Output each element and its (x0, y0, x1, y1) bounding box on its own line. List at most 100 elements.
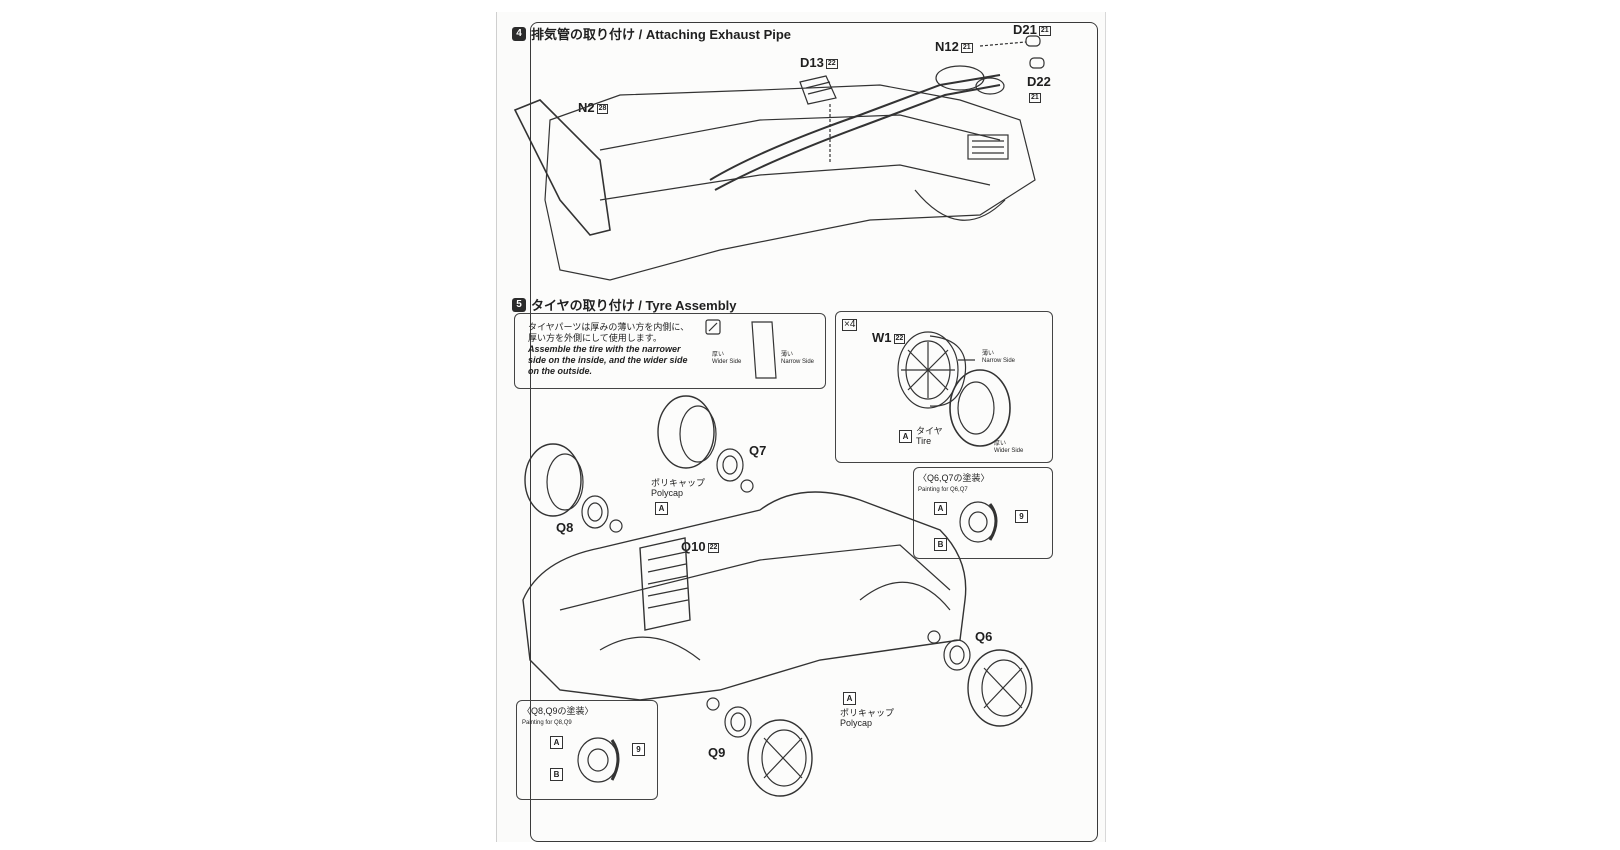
heat-shield (799, 75, 837, 105)
step5-title: タイヤの取り付け / Tyre Assembly (531, 298, 737, 313)
painting-q8q9-box (516, 700, 658, 800)
multiplier-badge: ×4 (842, 319, 858, 331)
painting-q6q7-title: 〈Q6,Q7の塗装〉 (918, 473, 990, 483)
rear-wing (513, 99, 611, 236)
note-en-3: on the outside. (528, 366, 592, 376)
color-b-tag: B (934, 538, 947, 551)
wider-en: Wider Side (994, 448, 1024, 454)
note-en-1: Assemble the tire with the narrower (528, 344, 681, 354)
muffler (935, 65, 985, 91)
narrow-en: Narrow Side (982, 358, 1016, 364)
exhaust-pipe-2 (714, 84, 1001, 191)
step4-title: 排気管の取り付け / Attaching Exhaust Pipe (531, 27, 792, 42)
step5-header: 5 タイヤの取り付け / Tyre Assembly (512, 295, 737, 314)
wheel-arch (914, 189, 1006, 221)
polycap-q6 (927, 630, 941, 644)
color-9-tag: 9 (1015, 510, 1028, 523)
front-arch (859, 581, 951, 611)
polycap-jp: ポリキャップ (840, 708, 895, 718)
color-a-tag: A (550, 736, 563, 749)
exhaust-pipe (709, 74, 1001, 181)
tire-q6 (967, 649, 1033, 727)
tire-note-box (514, 313, 826, 389)
exhaust-tip-d21 (1025, 35, 1041, 47)
note-jp-2: 厚い方を外側にして使用します。 (528, 333, 662, 343)
wheel-q8 (581, 495, 609, 529)
part-code: W1 (872, 330, 892, 345)
rear-arch (599, 636, 701, 661)
part-label-q9: Q9 (708, 745, 726, 760)
color-a-tag: A (934, 502, 947, 515)
polycap-en: Polycap (840, 718, 873, 728)
polycap-paint-tag: A (655, 502, 668, 515)
part-label-q7: Q7 (749, 443, 767, 458)
part-code: Q10 (681, 539, 706, 554)
part-code: D22 (1027, 74, 1051, 89)
tire-jp: タイヤ (916, 426, 943, 436)
runner-tag: 22 (825, 58, 838, 69)
wider-en: Wider Side (712, 359, 742, 365)
chassis-frame (544, 84, 1036, 281)
part-label-q8: Q8 (556, 520, 574, 535)
painting-q6q7-subtitle: Painting for Q6,Q7 (918, 487, 968, 493)
wheel-q7 (716, 448, 744, 482)
wider-jp: 厚い (994, 441, 1007, 447)
muffler-2 (975, 77, 1005, 95)
body-floor (559, 544, 951, 611)
polycap-en: Polycap (651, 488, 684, 498)
tire-section-icon (751, 321, 777, 379)
pen-icon (705, 319, 721, 335)
step5-number: 5 (512, 297, 526, 312)
tire-en: Tire (916, 436, 932, 446)
chassis-rail (599, 114, 1001, 151)
wheel-q9 (724, 706, 752, 738)
runner-tag: 21 (1038, 25, 1051, 36)
part-code: D21 (1013, 22, 1037, 37)
narrow-jp: 薄い (781, 352, 794, 358)
runner-tag: 28 (596, 103, 609, 114)
radiator (967, 134, 1009, 160)
part-label-q6: Q6 (975, 629, 993, 644)
painting-q8q9-subtitle: Painting for Q8,Q9 (522, 720, 572, 726)
note-jp-1: タイヤパーツは厚みの薄い方を内側に、 (528, 322, 690, 332)
tire-q8 (524, 443, 582, 517)
paint-wheel-q8q9 (577, 737, 619, 783)
polycap-q7 (740, 479, 754, 493)
w1-tire (949, 369, 1011, 447)
part-code: D13 (800, 55, 824, 70)
w1-wheel (897, 331, 959, 409)
color-b-tag: B (550, 768, 563, 781)
tire-q7 (657, 395, 715, 469)
car-body (522, 491, 967, 701)
wider-jp: 厚い (712, 352, 725, 358)
part-code: N12 (935, 39, 959, 54)
polycap-q9 (706, 697, 720, 711)
runner-tag: 21 (1029, 92, 1041, 103)
runner-tag: 22 (893, 333, 906, 344)
radiator-q10 (639, 537, 691, 631)
narrow-jp: 薄い (982, 351, 995, 357)
color-9-tag: 9 (632, 743, 645, 756)
runner-tag: 21 (960, 42, 973, 53)
polycap-paint-tag: A (843, 692, 856, 705)
step4-number: 4 (512, 26, 526, 41)
note-en-2: side on the inside, and the wider side (528, 355, 688, 365)
runner-tag: 22 (707, 542, 720, 553)
painting-q6q7-box (913, 467, 1053, 559)
wheel-q6 (943, 639, 971, 671)
chassis-rail-2 (599, 164, 991, 201)
step4-header: 4 排気管の取り付け / Attaching Exhaust Pipe (512, 24, 791, 43)
